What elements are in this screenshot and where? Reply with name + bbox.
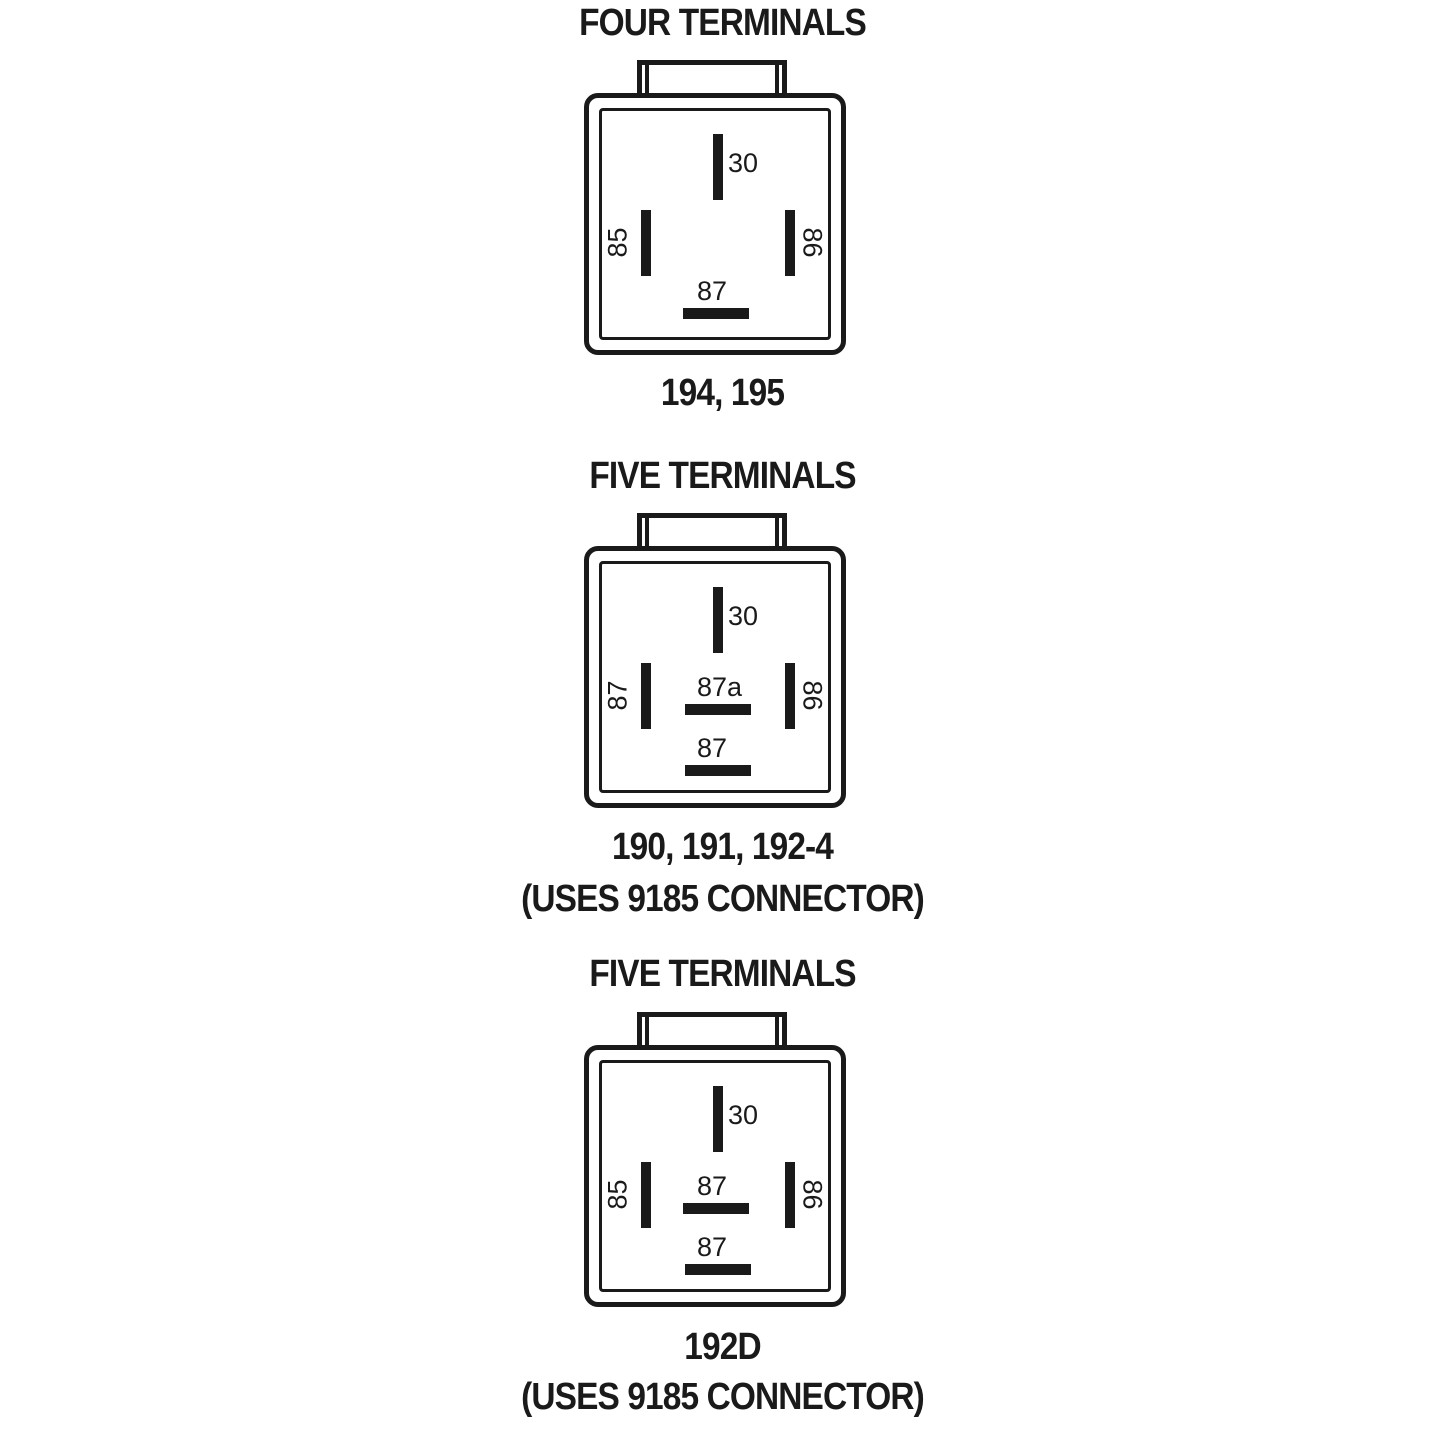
diagram-3-caption-model: 192D [684,1326,761,1368]
terminal-30-label: 30 [728,1100,759,1130]
terminal-87-label: 87 [697,1232,728,1262]
relay-body: 30 85 86 87 87 [584,1045,846,1307]
terminal-87-center-label: 87 [697,1171,728,1201]
relay-mounting-tab [637,1012,787,1051]
diagram-3-caption-connector: (USES 9185 CONNECTOR) [521,1376,925,1418]
relay-mounting-tab [637,513,787,552]
terminal-87a-pin [685,704,751,715]
diagram-2-caption-connector: (USES 9185 CONNECTOR) [521,878,925,920]
terminal-87-label: 87 [697,276,728,306]
relay-body: 30 85 86 87 [584,93,846,355]
relay-five-terminal-diagram-192d: 30 85 86 87 87 [580,1012,850,1307]
diagram-1-caption: 194, 195 [660,372,785,414]
terminal-85-pin [641,210,651,276]
terminal-30-pin [713,134,723,200]
terminal-87-pin [683,308,749,319]
terminal-87-pin [685,765,751,776]
terminal-87-pin [685,1264,751,1275]
relay-face [599,108,831,340]
terminal-85-label: 85 [602,1179,633,1210]
terminal-86-pin [785,210,795,276]
terminal-86-label: 86 [797,227,828,258]
diagram-1-title: FOUR TERMINALS [579,2,867,44]
terminal-87-label: 87 [697,733,728,763]
relay-face [599,1060,831,1292]
relay-face [599,561,831,793]
terminal-87-side-label: 87 [602,680,633,711]
terminal-85-label: 85 [602,227,633,258]
relay-four-terminal-diagram: 30 85 86 87 [580,60,850,355]
diagram-3-title: FIVE TERMINALS [589,953,856,995]
diagram-2-title: FIVE TERMINALS [589,455,856,497]
terminal-30-label: 30 [728,601,759,631]
terminal-30-pin [713,1086,723,1152]
terminal-87a-label: 87a [697,672,743,702]
terminal-85-pin [641,1162,651,1228]
terminal-30-label: 30 [728,148,759,178]
terminal-86-label: 86 [797,680,828,711]
terminal-87-side-pin [641,663,651,729]
diagram-2-caption-models: 190, 191, 192-4 [611,826,834,868]
terminal-30-pin [713,587,723,653]
terminal-86-label: 86 [797,1179,828,1210]
relay-five-terminal-diagram: 30 87 86 87a 87 [580,513,850,808]
relay-body: 30 87 86 87a 87 [584,546,846,808]
relay-mounting-tab [637,60,787,99]
terminal-86-pin [785,663,795,729]
terminal-86-pin [785,1162,795,1228]
terminal-87-center-pin [683,1203,749,1214]
